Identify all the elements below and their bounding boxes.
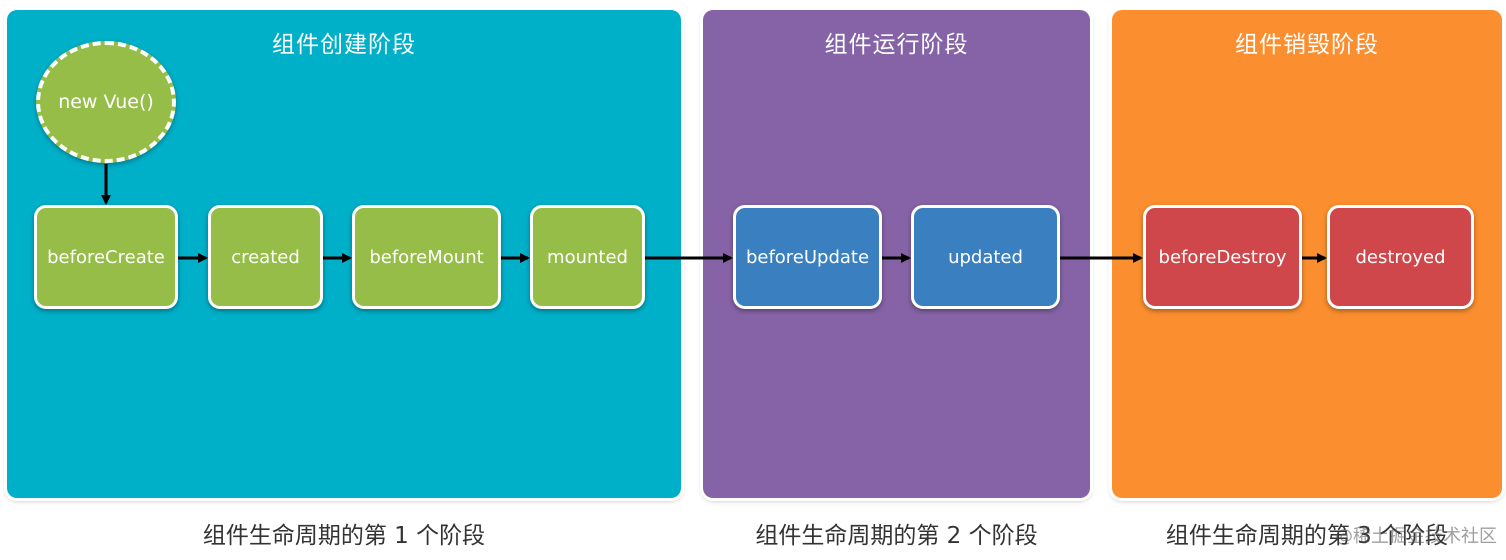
hook-before-create: beforeCreate: [34, 205, 178, 309]
hook-created: created: [208, 205, 323, 309]
hook-mounted: mounted: [530, 205, 645, 309]
hook-updated: updated: [911, 205, 1060, 309]
hook-before-mount: beforeMount: [352, 205, 501, 309]
hook-before-destroy: beforeDestroy: [1143, 205, 1302, 309]
hook-destroyed: destroyed: [1327, 205, 1474, 309]
new-vue-start-node: new Vue(): [36, 41, 176, 163]
creation-phase-caption: 组件生命周期的第 1 个阶段: [202, 523, 486, 549]
destroy-phase-title: 组件销毁阶段: [1235, 32, 1379, 58]
creation-phase-title: 组件创建阶段: [272, 32, 416, 58]
destroy-phase-caption: 组件生命周期的第 3 个阶段: [1165, 523, 1449, 549]
running-phase-title: 组件运行阶段: [824, 32, 969, 58]
hook-before-update: beforeUpdate: [733, 205, 882, 309]
running-phase-caption: 组件生命周期的第 2 个阶段: [755, 523, 1038, 549]
watermark-text: @稀土掘金技术社区: [1335, 526, 1497, 547]
